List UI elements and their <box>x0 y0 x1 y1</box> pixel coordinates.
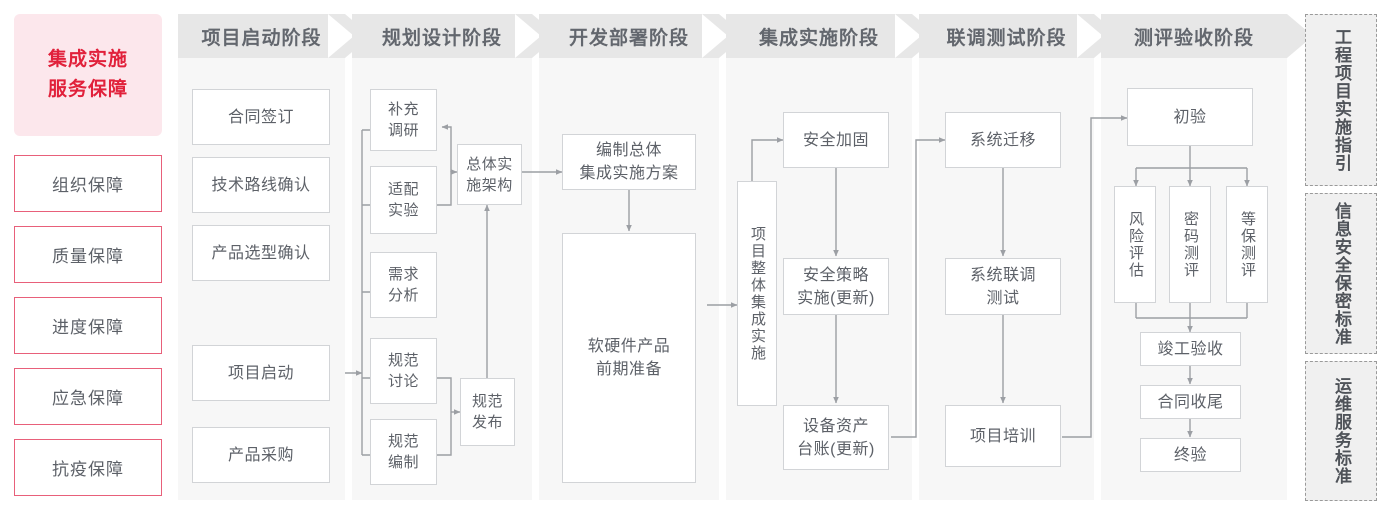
node-label: 软硬件产品前期准备 <box>587 338 671 378</box>
node-label: 需求分析 <box>387 266 419 304</box>
node-contract-signing[interactable]: 合同签订 <box>192 89 330 145</box>
brand-line-1: 集成实施 <box>47 49 128 70</box>
node-classified-protection-evaluation[interactable]: 等保测评 <box>1226 186 1268 303</box>
node-label: 总体实施架构 <box>466 155 513 194</box>
node-label: 密码测评 <box>1182 210 1199 279</box>
node-hardware-software-preparation[interactable]: 软硬件产品前期准备 <box>562 233 696 483</box>
sidebar-item-schedule[interactable]: 进度保障 <box>14 297 162 354</box>
brand-line-2: 服务保障 <box>47 79 128 100</box>
node-system-joint-debug-test[interactable]: 系统联调测试 <box>945 258 1061 315</box>
node-overall-project-integration[interactable]: 项目整体集成实施 <box>737 181 777 406</box>
node-overall-implementation-architecture[interactable]: 总体实施架构 <box>457 144 522 205</box>
phase-title: 联调测试阶段 <box>946 27 1067 49</box>
phase-header-3: 开发部署阶段 <box>539 14 719 58</box>
node-tech-route-confirm[interactable]: 技术路线确认 <box>192 157 330 213</box>
node-label: 系统联调测试 <box>969 266 1036 307</box>
node-standard-discussion[interactable]: 规范讨论 <box>370 338 437 404</box>
node-label: 安全策略实施(更新) <box>797 266 875 307</box>
phase-header-2: 规划设计阶段 <box>352 14 532 58</box>
sidebar-item-quality[interactable]: 质量保障 <box>14 226 162 283</box>
node-label: 等保测评 <box>1239 210 1256 279</box>
standards-label: 运维服务标准 <box>1332 377 1351 485</box>
sidebar-item-epidemic[interactable]: 抗疫保障 <box>14 439 162 496</box>
node-security-policy-implementation[interactable]: 安全策略实施(更新) <box>783 258 889 315</box>
node-label: 规范编制 <box>387 433 419 471</box>
sidebar-item-organization[interactable]: 组织保障 <box>14 155 162 212</box>
brand-title-box: 集成实施 服务保障 <box>14 14 162 136</box>
node-label: 规范讨论 <box>387 352 419 390</box>
node-label: 风险评估 <box>1127 210 1144 279</box>
phase-title: 项目启动阶段 <box>201 27 322 49</box>
phase-title: 集成实施阶段 <box>758 27 879 49</box>
node-label: 项目整体集成实施 <box>749 225 766 362</box>
brand-title-text: 集成实施 服务保障 <box>48 45 128 105</box>
node-project-training[interactable]: 项目培训 <box>945 405 1061 467</box>
sidebar-item-label: 进度保障 <box>52 318 124 337</box>
node-label: 竣工验收 <box>1157 340 1224 358</box>
node-system-migration[interactable]: 系统迁移 <box>945 112 1061 168</box>
node-label: 设备资产台账(更新) <box>797 417 875 458</box>
standards-label: 信息安全保密标准 <box>1332 201 1351 346</box>
standards-item-ops-service[interactable]: 运维服务标准 <box>1305 361 1377 501</box>
phase-header-6: 测评验收阶段 <box>1101 14 1287 58</box>
node-label: 终验 <box>1173 446 1207 464</box>
node-final-acceptance[interactable]: 终验 <box>1140 438 1241 472</box>
node-risk-assessment[interactable]: 风险评估 <box>1114 186 1156 303</box>
node-standard-release[interactable]: 规范发布 <box>460 378 515 446</box>
node-label: 系统迁移 <box>969 131 1036 149</box>
phase-header-5: 联调测试阶段 <box>919 14 1094 58</box>
node-preliminary-acceptance[interactable]: 初验 <box>1127 88 1253 146</box>
node-label: 合同签订 <box>227 108 294 126</box>
node-project-kickoff[interactable]: 项目启动 <box>192 345 330 401</box>
node-supplementary-research[interactable]: 补充调研 <box>370 89 437 151</box>
node-label: 安全加固 <box>802 131 869 149</box>
node-label: 补充调研 <box>387 101 419 139</box>
node-label: 产品选型确认 <box>211 244 311 262</box>
node-prepare-overall-integration-plan[interactable]: 编制总体集成实施方案 <box>562 134 696 190</box>
node-contract-closure[interactable]: 合同收尾 <box>1140 385 1241 419</box>
node-label: 编制总体集成实施方案 <box>579 142 679 182</box>
phase-header-4: 集成实施阶段 <box>726 14 912 58</box>
node-label: 合同收尾 <box>1157 393 1224 411</box>
node-label: 项目启动 <box>227 364 294 382</box>
node-label: 产品采购 <box>227 446 294 464</box>
node-equipment-asset-ledger[interactable]: 设备资产台账(更新) <box>783 405 889 470</box>
sidebar-item-label: 组织保障 <box>52 176 124 195</box>
node-requirements-analysis[interactable]: 需求分析 <box>370 252 437 318</box>
node-cryptography-evaluation[interactable]: 密码测评 <box>1169 186 1211 303</box>
node-adaptation-experiment[interactable]: 适配实验 <box>370 166 437 234</box>
sidebar-item-label: 质量保障 <box>52 247 124 266</box>
node-label: 项目培训 <box>969 427 1036 445</box>
phase-title: 规划设计阶段 <box>381 27 502 49</box>
standards-item-information-security[interactable]: 信息安全保密标准 <box>1305 193 1377 354</box>
node-completion-acceptance[interactable]: 竣工验收 <box>1140 332 1241 366</box>
phase-title: 测评验收阶段 <box>1133 27 1254 49</box>
node-label: 初验 <box>1173 108 1207 126</box>
node-security-hardening[interactable]: 安全加固 <box>783 112 889 168</box>
node-label: 技术路线确认 <box>211 176 311 194</box>
standards-item-engineering-guideline[interactable]: 工程项目实施指引 <box>1305 14 1377 186</box>
sidebar-item-emergency[interactable]: 应急保障 <box>14 368 162 425</box>
sidebar-item-label: 应急保障 <box>52 389 124 408</box>
node-product-selection-confirm[interactable]: 产品选型确认 <box>192 225 330 281</box>
node-label: 规范发布 <box>471 393 503 431</box>
node-label: 适配实验 <box>387 181 419 219</box>
phase-title: 开发部署阶段 <box>568 27 689 49</box>
sidebar-item-label: 抗疫保障 <box>52 460 124 479</box>
node-product-procurement[interactable]: 产品采购 <box>192 427 330 483</box>
node-standard-drafting[interactable]: 规范编制 <box>370 419 437 485</box>
standards-label: 工程项目实施指引 <box>1332 28 1351 172</box>
phase-header-1: 项目启动阶段 <box>178 14 345 58</box>
